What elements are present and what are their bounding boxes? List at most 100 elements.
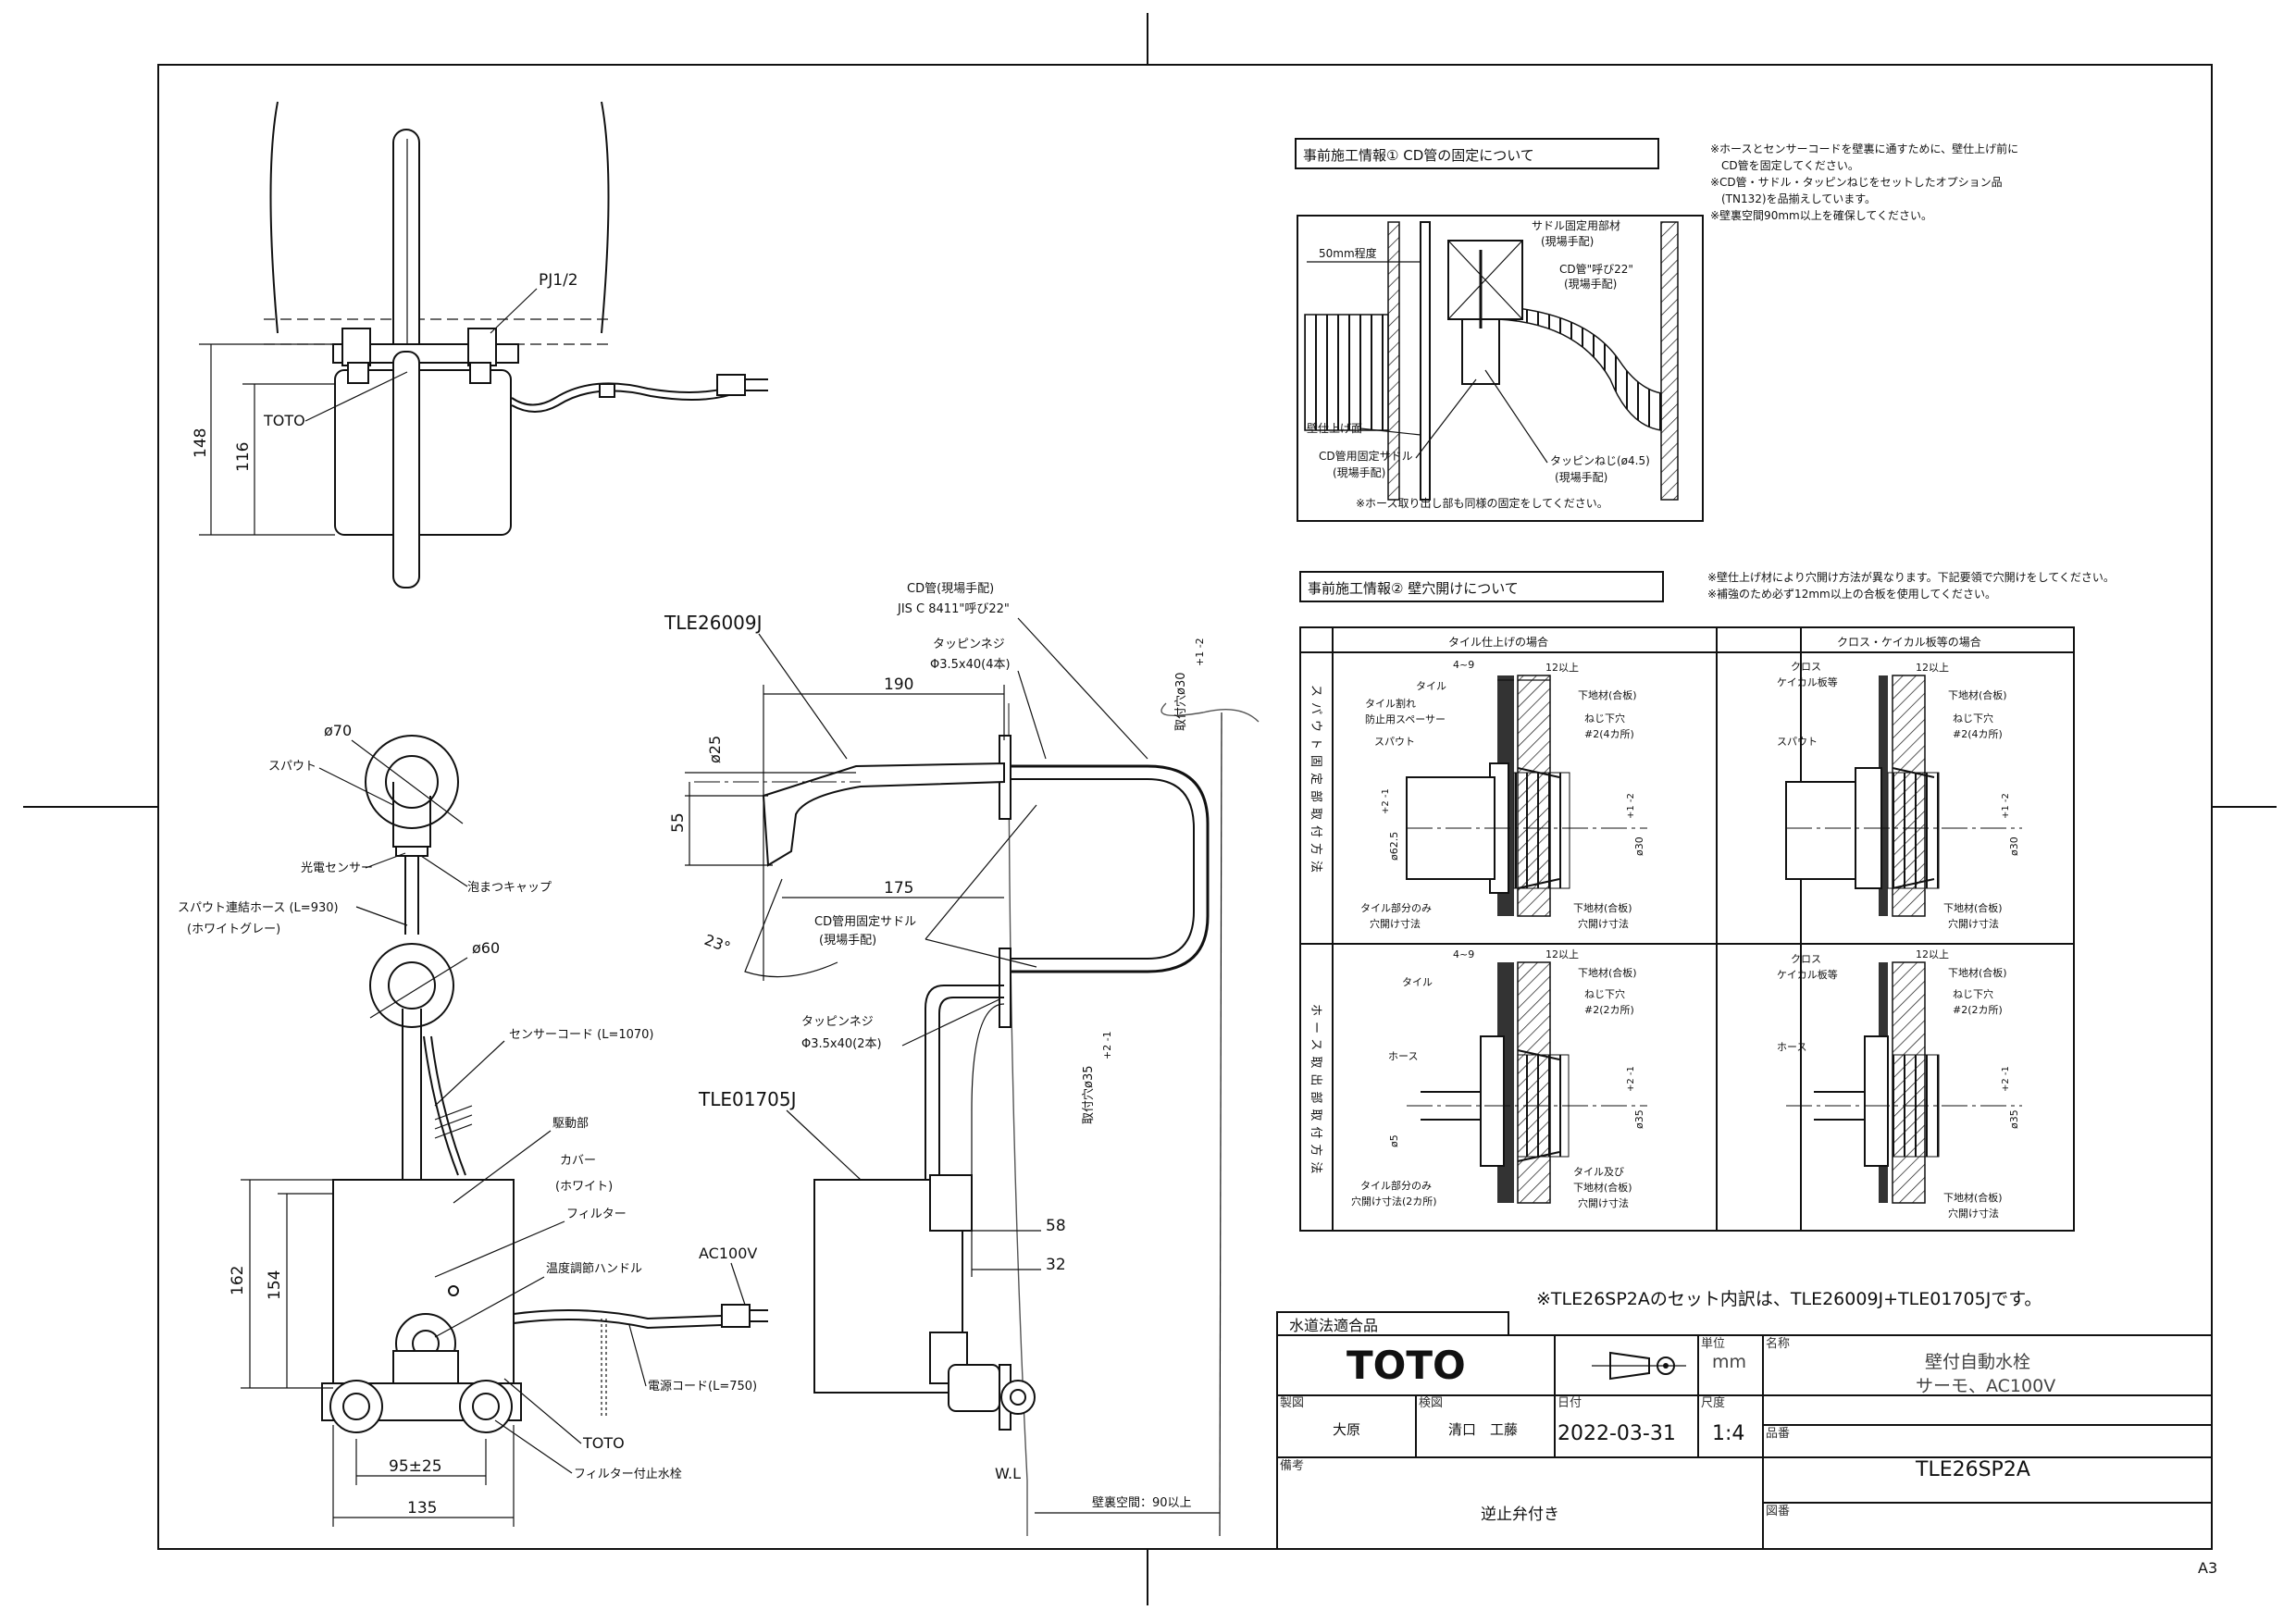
cloth-hose-hole1: ねじ下穴 <box>1953 987 1993 1000</box>
tile-spout-dia-tol: +2 -1 <box>1381 788 1391 814</box>
label-temp-handle: 温度調節ハンドル <box>546 1261 642 1276</box>
info2-note-1: ※壁仕上げ材により穴開け方法が異なります。下記要領で穴開けをしてください。 <box>1707 570 2115 584</box>
cloth-spout-base2a: 下地材(合板) <box>1943 901 2003 914</box>
label-wall-space: 壁裏空間：90以上 <box>1092 1496 1192 1510</box>
tile-hose-hole2: #2(2カ所) <box>1584 1004 1634 1016</box>
info1-depth: 50mm程度 <box>1319 246 1377 260</box>
dim-32: 32 <box>1046 1256 1066 1274</box>
label-tle01705j: TLE01705J <box>698 1088 797 1110</box>
product-label: 品番 <box>1766 1427 1790 1441</box>
tile-hose-note1: タイル部分のみ <box>1360 1179 1432 1192</box>
info2-col-cloth: クロス・ケイカル板等の場合 <box>1837 635 1981 649</box>
label-spout: スパウト <box>268 760 316 774</box>
info1-panel: 事前施工情報① CD管の固定について ※ホースとセンサーコードを壁裏に通すために… <box>1295 138 2018 522</box>
tile-spout-base: 下地材(合板) <box>1578 688 1637 701</box>
info2-note-2: ※補強のため必ず12mm以上の合板を使用してください。 <box>1707 587 1996 601</box>
remark-label: 備考 <box>1280 1458 1304 1473</box>
cloth-hose-base2b: 穴開け寸法 <box>1948 1207 1999 1220</box>
info2-panel: 事前施工情報② 壁穴開けについて ※壁仕上げ材により穴開け方法が異なります。下記… <box>1299 570 2115 1232</box>
cloth-hose-base: 下地材(合板) <box>1948 966 2007 979</box>
label-cd-pipe: CD管(現場手配) <box>907 582 994 596</box>
tile-spout-hole2: #2(4カ所) <box>1584 728 1634 740</box>
tile-hose-note2: 穴開け寸法(2カ所) <box>1351 1195 1437 1208</box>
info1-screw-note: (現場手配) <box>1555 471 1607 484</box>
dim-175: 175 <box>884 879 913 898</box>
label-sensor: 光電センサー <box>301 861 373 875</box>
cloth-spout-spout: スパウト <box>1777 736 1818 748</box>
sheet-frame: A3 <box>23 13 2277 1605</box>
label-screw-top: タッピンネジ <box>933 638 1005 651</box>
dim-154: 154 <box>266 1270 284 1300</box>
drawing-label: 図番 <box>1766 1505 1790 1518</box>
label-screw-bot: タッピンネジ <box>801 1015 874 1029</box>
cloth-hose-cloth1: クロス <box>1791 953 1821 965</box>
cloth-spout-dia: ø30 <box>2008 836 2020 856</box>
tile-hose-hose: ホース <box>1388 1050 1418 1062</box>
info1-cd-note: (現場手配) <box>1564 278 1617 291</box>
scale-label: 尺度 <box>1701 1395 1725 1410</box>
toto-logo: TOTO <box>1347 1343 1466 1388</box>
checked-label: 検図 <box>1419 1396 1443 1410</box>
cloth-spout-hole1: ねじ下穴 <box>1953 712 1993 725</box>
info1-title: 事前施工情報① CD管の固定について <box>1303 147 1534 164</box>
label-saddle: CD管用固定サドル <box>814 915 916 929</box>
label-filter-valve: フィルター付止水栓 <box>574 1468 682 1481</box>
info2-row-hose: ホース取出部取付方法 <box>1309 1004 1323 1179</box>
dim-190: 190 <box>884 675 913 694</box>
label-foam-cap: 泡まつキャップ <box>467 881 552 895</box>
tile-hose-small: ø5 <box>1388 1134 1400 1147</box>
cloth-spout-base: 下地材(合板) <box>1948 688 2007 701</box>
label-toto-front: TOTO <box>582 1434 625 1452</box>
set-note: ※TLE26SP2Aのセット内訳は、TLE26009J+TLE01705Jです。 <box>1536 1289 2042 1309</box>
date-label: 日付 <box>1558 1396 1582 1410</box>
info1-note-1: ※ホースとセンサーコードを壁裏に通すために、壁仕上げ前に <box>1710 142 2018 155</box>
side-view: 190 ø25 55 175 23° 58 32 W.L 壁裏空間：90以上 T… <box>664 582 1260 1537</box>
info1-note-4: (TN132)を品揃えしています。 <box>1710 192 1876 205</box>
label-filter: フィルター <box>566 1208 627 1221</box>
cloth-spout-b: 12以上 <box>1916 662 1949 674</box>
tile-spout-note2: 穴開け寸法 <box>1370 917 1421 930</box>
info1-saddle: CD管用固定サドル <box>1319 449 1413 463</box>
tile-spout-dia2-tol: +1 -2 <box>1626 793 1636 819</box>
tile-spout-base2b: 穴開け寸法 <box>1578 917 1629 930</box>
label-hole-top: 取付穴ø30 <box>1174 673 1188 732</box>
top-view: 148 116 TOTO PJ1/2 <box>192 101 768 588</box>
label-toto-top: TOTO <box>263 412 305 429</box>
info1-note-2: CD管を固定してください。 <box>1710 158 1859 172</box>
tile-spout-hole1: ねじ下穴 <box>1584 712 1625 725</box>
info1-note-3: ※CD管・サドル・タッピンねじをセットしたオプション品 <box>1710 175 2003 189</box>
tile-hose-both2: 下地材(合板) <box>1573 1181 1632 1194</box>
cloth-hose-dia: ø35 <box>2008 1109 2020 1129</box>
label-wl: W.L <box>995 1465 1021 1482</box>
cell-tile-hose: 4~9 12以上 タイル 下地材(合板) ねじ下穴 #2(2カ所) ホース ø3… <box>1351 948 1647 1209</box>
title-block: 水道法適合品 TOTO 単位 mm 名称 壁付自動水栓 サーモ、AC100V 製… <box>1276 1311 2213 1550</box>
tile-hose-hole1: ねじ下穴 <box>1584 987 1625 1000</box>
label-hose-color: (ホワイトグレー) <box>187 923 280 936</box>
cloth-hose-hole2: #2(2カ所) <box>1953 1004 2003 1016</box>
dim-58: 58 <box>1046 1217 1066 1235</box>
info2-title: 事前施工情報② 壁穴開けについて <box>1308 580 1519 597</box>
product-code: TLE26SP2A <box>1915 1458 2030 1481</box>
tile-hose-dia: ø35 <box>1633 1109 1645 1129</box>
tile-spout-dia: ø62.5 <box>1388 832 1400 861</box>
cloth-hose-hose: ホース <box>1777 1041 1806 1053</box>
dim-148: 148 <box>192 428 210 458</box>
tile-spout-base2a: 下地材(合板) <box>1573 901 1632 914</box>
cloth-hose-base2a: 下地材(合板) <box>1943 1191 2003 1204</box>
name-label: 名称 <box>1766 1336 1790 1351</box>
label-ac100v: AC100V <box>699 1245 757 1262</box>
front-view: 162 154 95±25 135 ø70 ø60 スパウト 光電センサー 泡ま… <box>178 722 768 1527</box>
tile-spout-dia2: ø30 <box>1633 836 1645 856</box>
label-hose: スパウト連結ホース (L=930) <box>178 901 339 915</box>
info1-note-5: ※壁裏空間90mm以上を確保してください。 <box>1710 208 1932 222</box>
cloth-spout-cloth1: クロス <box>1791 661 1821 673</box>
scale-value: 1:4 <box>1712 1422 1744 1445</box>
cloth-hose-cloth2: ケイカル板等 <box>1777 968 1838 981</box>
label-drive: 駆動部 <box>552 1117 589 1131</box>
cloth-hose-b: 12以上 <box>1916 948 1949 960</box>
cloth-spout-hole2: #2(4カ所) <box>1953 728 2003 740</box>
cell-cloth-hose: 12以上 クロス ケイカル板等 下地材(合板) ねじ下穴 #2(2カ所) ホース… <box>1777 948 2022 1220</box>
dim-116: 116 <box>234 442 253 472</box>
info1-note: ※ホース取り出し部も同様の固定をしてください。 <box>1356 496 1608 510</box>
